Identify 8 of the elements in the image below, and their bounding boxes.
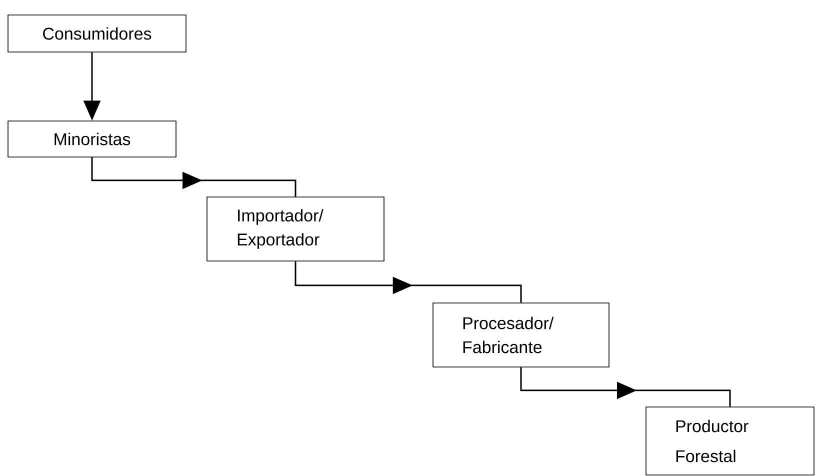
arrow [520,367,731,407]
process-box: Consumidores [8,14,186,52]
process-box: Importador/ Exportador [206,196,384,262]
arrow [91,157,296,197]
process-box: Productor Forestal [646,406,814,476]
process-box: Minoristas [8,120,176,158]
arrow [294,261,522,303]
process-box: Procesador/ Fabricante [432,302,610,368]
